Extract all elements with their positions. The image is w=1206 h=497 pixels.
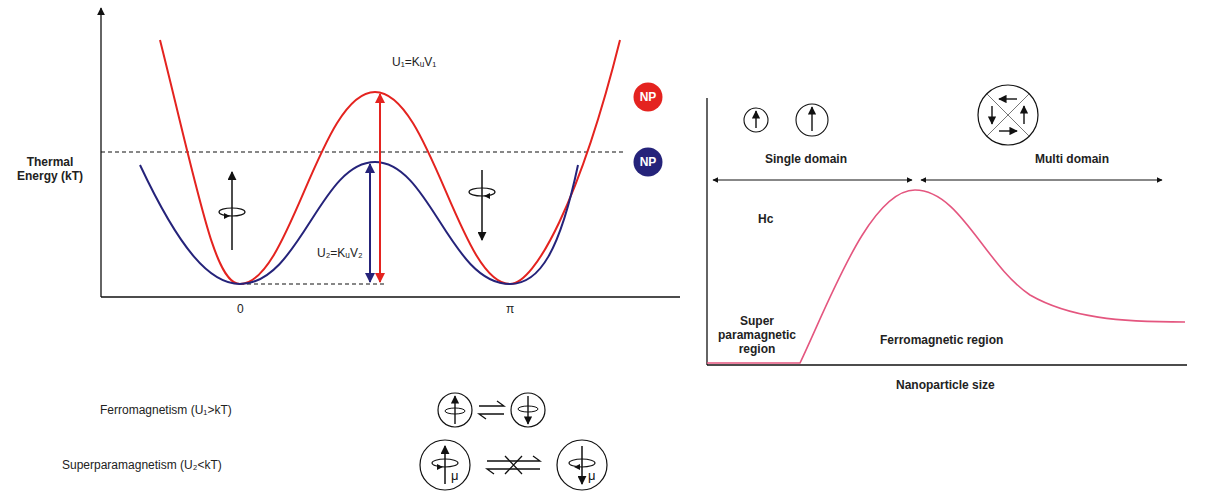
state-label: Ferromagnetism (U₁>kT) [100,403,232,417]
exchange-harpoon [479,401,504,406]
moment-arrow [999,130,1017,131]
node-outline [419,439,471,491]
exchange-harpoon [487,469,540,474]
region-label: Super paramagnetic region [712,314,802,356]
spin-rotation [469,188,495,196]
moment-arrow [811,107,812,131]
particle-circle [634,148,663,177]
angle-label: 0 [237,302,244,316]
node-outline [556,439,608,491]
moment-arrow [444,446,446,484]
particle-circle [796,104,828,136]
spin-rotation [518,406,538,412]
spin-arrow [527,396,528,424]
barrier-arrow [369,164,371,282]
axis-label: Hc [758,212,773,226]
particle-circle [744,108,768,132]
particle-label: NP [640,90,657,104]
energy-curve-large [160,40,620,284]
moment-arrow [755,111,756,128]
particle-circle [420,440,470,490]
single-domain-particles [744,104,828,136]
size-axis [707,364,1187,365]
barrier-label: U₁=KᵤV₁ [392,55,436,69]
range-label: Single domain [765,152,847,166]
moment-symbol: μ [588,469,640,483]
multi-domain-particle [978,85,1038,145]
domain-walls [987,94,1029,136]
spin-rotation [219,208,245,216]
spin-down-symbol [469,170,495,240]
coercivity-curve [707,190,1185,363]
particle-label: NP [640,155,657,169]
rotation-head [574,464,580,470]
angle-axis [101,296,680,297]
nanoparticle-small: NP [633,147,663,177]
spin-up-symbol [219,172,245,250]
ferro-state [438,393,545,427]
particle-circle [557,440,607,490]
particle-circle [511,393,545,427]
spin-rotation [432,459,458,467]
energy-curve-small [140,162,578,284]
moment-arrow [1023,106,1024,124]
range-arrow [713,180,912,181]
range-label: Multi domain [1035,152,1109,166]
minimum-level [240,283,386,284]
moment-arrow [991,106,992,124]
range-arrow [921,180,1162,181]
axis-label: Thermal Energy (kT) [5,155,95,183]
barrier-label: U₂=KᵤV₂ [317,246,363,260]
spin-rotation [569,459,595,467]
blocked-cross [505,456,522,474]
angle-label: π [506,302,514,316]
moment-circle: μ [419,439,471,491]
thermal-level [101,151,626,152]
state-label: Superparamagnetism (U₂<kT) [62,458,222,472]
particle-circle [978,85,1038,145]
rotation-head [484,193,490,199]
particle-circle [438,393,472,427]
exchange-arrow [487,456,540,474]
moment-arrow [999,98,1017,99]
barrier-arrow [379,94,381,282]
exchange-harpoon [479,414,504,419]
moment-symbol: μ [451,469,503,483]
spin-arrow [454,396,455,424]
moment-circle: μ [556,439,608,491]
rotation-head [224,213,230,219]
axis-label: Nanoparticle size [896,378,995,392]
nanoparticle-large: NP [633,82,663,112]
spin-arrow [231,172,233,250]
spin-arrow [481,170,483,240]
exchange-harpoon [487,456,540,461]
particle-circle [634,83,663,112]
moment-arrow [581,446,583,484]
spin-rotation [445,408,465,414]
coercivity-axis [706,98,707,365]
region-label: Ferromagnetic region [880,333,1003,347]
rotation-head [437,464,443,470]
